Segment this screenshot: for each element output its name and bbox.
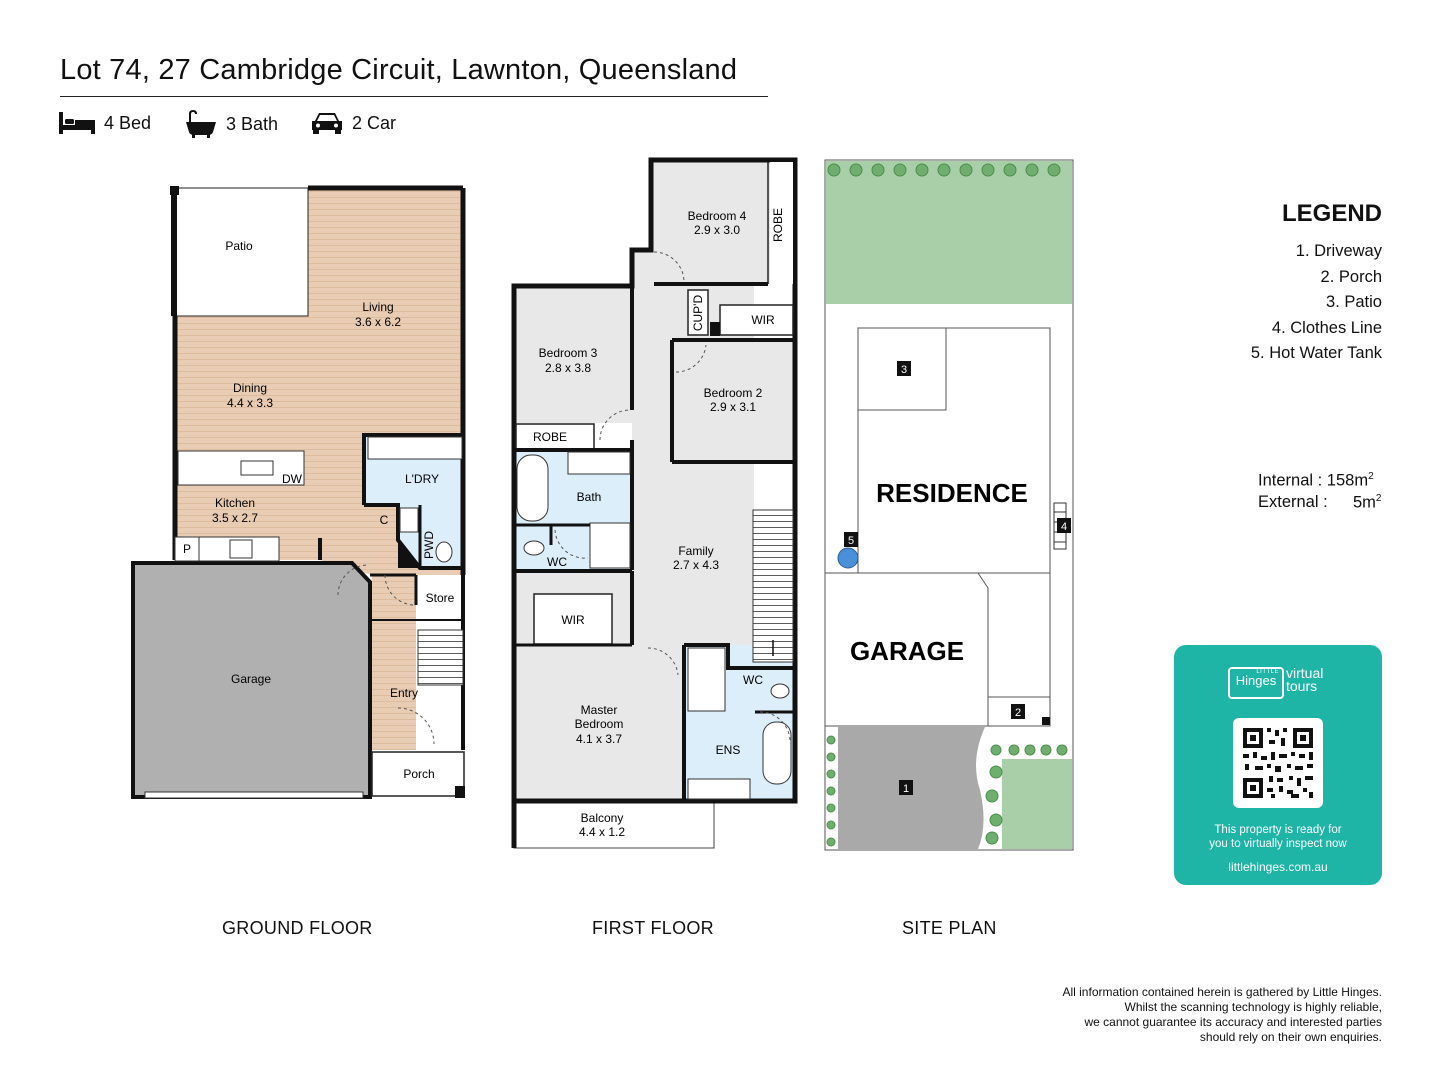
bedroom4-size: 2.9 x 3.0 <box>694 223 740 237</box>
hedge-front <box>826 735 1068 847</box>
site-marker-5: 5 <box>848 535 854 547</box>
master-size: 4.1 x 3.7 <box>576 732 622 746</box>
virtual-tours-wordmark: virtual tours <box>1286 665 1324 694</box>
bath-count: 3 Bath <box>226 113 279 134</box>
cupboard-label: C <box>380 513 389 527</box>
family-size: 2.7 x 4.3 <box>673 558 719 572</box>
wc1-label: WC <box>547 555 567 569</box>
pantry-label: P <box>183 542 191 556</box>
first-floor-label: FIRST FLOOR <box>592 918 714 938</box>
legend-item-hot-water-tank: 5. Hot Water Tank <box>1250 344 1382 362</box>
kitchen-label: Kitchen <box>215 496 255 510</box>
entry-label: Entry <box>390 686 418 700</box>
legend-item-porch: 2. Porch <box>1320 268 1382 286</box>
dishwasher-label: DW <box>282 472 303 486</box>
wc2-label: WC <box>743 673 763 687</box>
family-label: Family <box>678 544 713 558</box>
site-garage-label: GARAGE <box>850 636 964 666</box>
logo-brand-text: Hinges <box>1235 673 1277 688</box>
ground-floor-label: GROUND FLOOR <box>222 918 373 938</box>
feature-car: 2 Car <box>310 110 396 136</box>
site-marker-2: 2 <box>1015 707 1021 719</box>
bed-count: 4 Bed <box>104 112 152 133</box>
dining-label: Dining <box>233 381 267 395</box>
powder-room-label: PWD <box>422 531 436 559</box>
little-hinges-logo: LITTLE Hinges <box>1228 667 1284 699</box>
dining-size: 4.4 x 3.3 <box>227 396 273 410</box>
bedroom2-size: 2.9 x 3.1 <box>710 400 756 414</box>
ground-floor-plan: Patio Living 3.6 x 6.2 Dining 4.4 x 3.3 … <box>131 185 466 799</box>
bath-icon <box>186 110 216 138</box>
qr-code-icon <box>1243 728 1313 798</box>
legend-item-driveway: 1. Driveway <box>1295 242 1382 260</box>
wir-master-label: WIR <box>561 613 585 627</box>
internal-area-text: Internal : 158m <box>1258 471 1369 490</box>
virtual-tour-card[interactable]: LITTLE Hinges virtual tours <box>1174 645 1382 885</box>
store-label: Store <box>426 591 455 605</box>
robe-bedroom4-label: ROBE <box>771 208 785 242</box>
feature-bed: 4 Bed <box>58 110 151 136</box>
patio-label: Patio <box>225 239 253 253</box>
balcony-size: 4.4 x 1.2 <box>579 825 625 839</box>
disclaimer: All information contained herein is gath… <box>1062 985 1382 1044</box>
car-icon <box>312 113 342 134</box>
master-label-line2: Bedroom <box>575 717 624 731</box>
qr-code[interactable] <box>1233 718 1323 808</box>
virtual-tour-url[interactable]: littlehinges.com.au <box>1228 860 1328 874</box>
cupboard-first-label: CUP'D <box>691 295 705 332</box>
balcony-label: Balcony <box>581 811 624 825</box>
porch-label: Porch <box>403 767 434 781</box>
bed-icon <box>59 112 95 134</box>
logo-small-text: LITTLE <box>1256 669 1279 675</box>
car-count: 2 Car <box>352 112 397 133</box>
garage-label: Garage <box>231 672 271 686</box>
hedge-row-top <box>827 163 1061 177</box>
virtual-tour-message: This property is ready for you to virtua… <box>1209 824 1347 850</box>
legend-item-clothes-line: 4. Clothes Line <box>1271 319 1382 337</box>
bedroom2-label: Bedroom 2 <box>704 386 763 400</box>
site-marker-4: 4 <box>1061 521 1067 533</box>
master-label-line1: Master <box>581 703 618 717</box>
ensuite-label: ENS <box>716 743 741 757</box>
legend-title: LEGEND <box>1281 200 1382 227</box>
legend-item-patio: 3. Patio <box>1326 293 1382 311</box>
feature-bath: 3 Bath <box>184 110 278 138</box>
external-area-label: External : <box>1258 493 1328 511</box>
bedroom4-label: Bedroom 4 <box>688 209 747 223</box>
external-area-value: 5m2 <box>1353 493 1382 512</box>
living-size: 3.6 x 6.2 <box>355 315 401 329</box>
external-area: External : 5m2 <box>1258 493 1381 512</box>
internal-area: Internal : 158m2 <box>1258 471 1374 491</box>
wir-bedroom2-label: WIR <box>751 313 775 327</box>
site-plan: 3 5 4 2 1 RESIDENCE GARAGE <box>824 159 1074 851</box>
internal-area-unit-sup: 2 <box>1368 471 1374 482</box>
kitchen-size: 3.5 x 2.7 <box>212 511 258 525</box>
first-floor-plan: Bedroom 4 2.9 x 3.0 ROBE CUP'D WIR Bedro… <box>511 157 798 849</box>
page-title: Lot 74, 27 Cambridge Circuit, Lawnton, Q… <box>60 54 738 86</box>
site-marker-3: 3 <box>901 364 907 376</box>
bedroom3-size: 2.8 x 3.8 <box>545 361 591 375</box>
site-plan-label: SITE PLAN <box>902 918 997 938</box>
site-marker-1: 1 <box>903 783 909 795</box>
laundry-label: L'DRY <box>405 472 439 486</box>
living-label: Living <box>362 300 393 314</box>
residence-label: RESIDENCE <box>876 478 1028 508</box>
title-divider <box>60 96 768 97</box>
bedroom3-label: Bedroom 3 <box>539 346 598 360</box>
robe-bedroom3-label: ROBE <box>533 430 567 444</box>
bath-label: Bath <box>577 490 602 504</box>
